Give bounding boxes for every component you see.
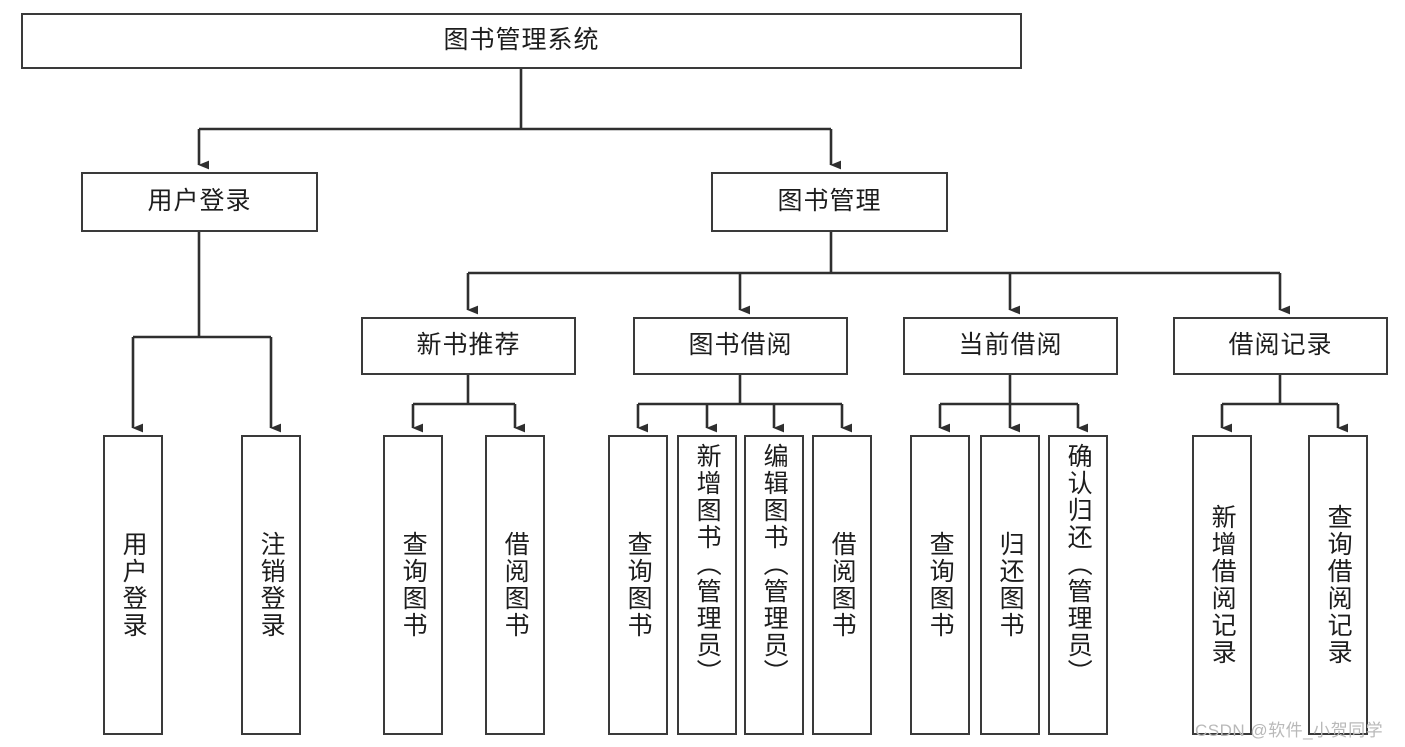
leaf-new-book-recommend-0[interactable]: 查询图书 [383,435,443,735]
node-label: 查询图书 [926,531,955,639]
leaf-book-borrow-0[interactable]: 查询图书 [608,435,668,735]
node-label: 查询图书 [624,531,653,639]
csdn-watermark: CSDN @软件_小贺同学 [1195,721,1384,740]
leaf-current-borrow-1[interactable]: 归还图书 [980,435,1040,735]
node-label: 编辑图书（管理员） [760,443,789,686]
node-label: 借阅记录 [1228,331,1333,360]
node-label: 借阅图书 [501,531,530,639]
node-label: 图书借阅 [688,331,793,360]
node-label: 注销登录 [257,531,286,639]
node-label: 确认归还（管理员） [1064,443,1093,686]
leaf-new-book-recommend-1[interactable]: 借阅图书 [485,435,545,735]
node-root-book-management-system[interactable]: 图书管理系统 [21,13,1022,69]
leaf-user-login-0[interactable]: 用户登录 [103,435,163,735]
leaf-book-borrow-1[interactable]: 新增图书（管理员） [677,435,737,735]
node-label: 图书管理系统 [443,26,600,55]
leaf-book-borrow-2[interactable]: 编辑图书（管理员） [744,435,804,735]
node-label: 借阅图书 [828,531,857,639]
leaf-book-borrow-3[interactable]: 借阅图书 [812,435,872,735]
node-label: 查询图书 [399,531,428,639]
node-label: 图书管理 [777,187,882,216]
node-label: 新增借阅记录 [1208,504,1237,666]
node-label: 新增图书（管理员） [693,443,722,686]
node-new-book-recommend[interactable]: 新书推荐 [361,317,576,375]
leaf-borrow-record-0[interactable]: 新增借阅记录 [1192,435,1252,735]
leaf-current-borrow-2[interactable]: 确认归还（管理员） [1048,435,1108,735]
node-label: 当前借阅 [958,331,1063,360]
node-user-login[interactable]: 用户登录 [81,172,318,232]
node-label: 用户登录 [147,187,252,216]
node-label: 用户登录 [119,531,148,639]
node-borrow-record[interactable]: 借阅记录 [1173,317,1388,375]
node-label: 新书推荐 [416,331,521,360]
node-book-management[interactable]: 图书管理 [711,172,948,232]
leaf-user-login-1[interactable]: 注销登录 [241,435,301,735]
node-current-borrow[interactable]: 当前借阅 [903,317,1118,375]
node-label: 查询借阅记录 [1324,504,1353,666]
node-book-borrow[interactable]: 图书借阅 [633,317,848,375]
leaf-current-borrow-0[interactable]: 查询图书 [910,435,970,735]
node-label: 归还图书 [996,531,1025,639]
leaf-borrow-record-1[interactable]: 查询借阅记录 [1308,435,1368,735]
